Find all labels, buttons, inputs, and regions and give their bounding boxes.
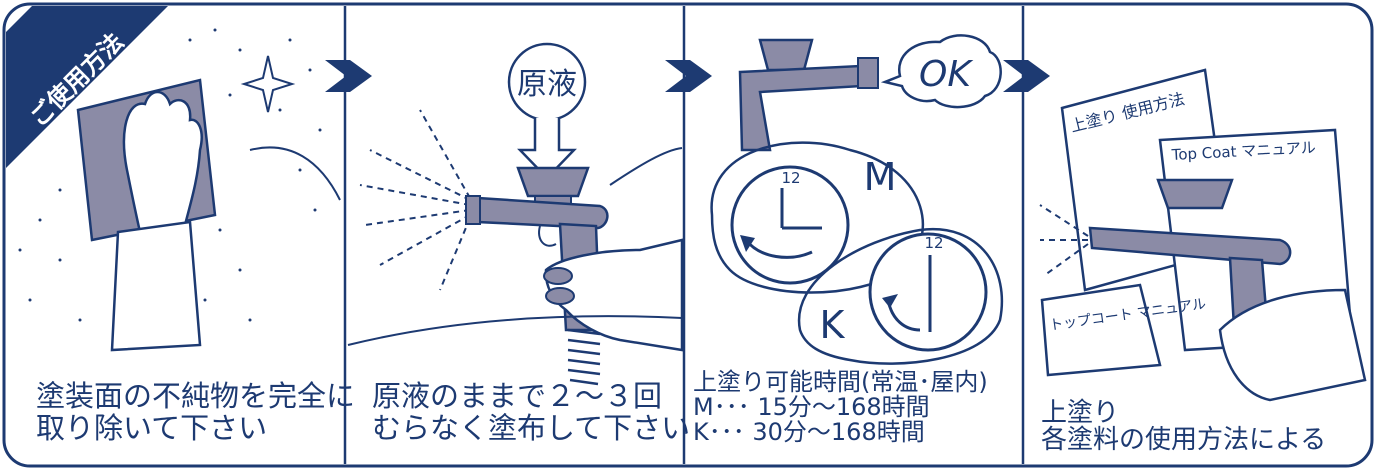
clock-k-label: K	[820, 303, 846, 347]
ok-label: OK	[919, 54, 973, 95]
glove-hand-2	[1218, 288, 1367, 402]
concentrate-label: 原液	[517, 67, 577, 102]
gun-barrel-2	[1088, 226, 1292, 266]
step-3-line-1: 上塗り可能時間(常温･屋内)	[693, 368, 988, 396]
manual-sheet-3	[1040, 283, 1162, 377]
step-2-caption: 原液のままで２～３回 むらなく塗布して下さい	[372, 380, 690, 445]
step-arrow-2	[665, 60, 712, 92]
step-4-caption: 上塗り 各塗料の使用方法による	[1041, 398, 1327, 456]
hose	[567, 328, 601, 386]
step-arrow-1	[325, 60, 372, 92]
step-3-caption: 上塗り可能時間(常温･屋内) M･･･ 15分～168時間 K･･･ 30分～1…	[693, 368, 988, 447]
usage-badge	[6, 6, 168, 168]
clock-m-label: M	[864, 155, 897, 199]
clock-m-twelve: 12	[781, 169, 800, 187]
paint-cup	[516, 166, 590, 198]
step-3-line-2: M･･･ 15分～168時間	[693, 393, 930, 422]
drying-time-illustration: OK 12 M 12 K	[710, 34, 1004, 365]
paint-cup-2	[1156, 178, 1234, 210]
step-1-line-2: 取り除いて下さい	[36, 411, 268, 446]
tap-pipe	[738, 64, 864, 152]
clock-m	[730, 165, 850, 285]
step-4-line-2: 各塗料の使用方法による	[1041, 425, 1327, 456]
wipe-illustration: ご使用方法	[6, 6, 341, 352]
gun-barrel	[476, 196, 609, 230]
clock-k-outline	[797, 227, 1004, 365]
step-2-line-1: 原液のままで２～３回	[372, 379, 663, 413]
sleeve	[110, 220, 202, 352]
sparkle-icon	[240, 55, 296, 113]
step-1-line-1: 塗装面の不純物を完全に	[36, 379, 356, 413]
tap-cup	[758, 38, 814, 72]
ok-bubble	[880, 34, 1002, 109]
step-1-caption: 塗装面の不純物を完全に 取り除いて下さい	[36, 380, 355, 445]
step-arrow-3	[1003, 60, 1050, 92]
clock-k-twelve: 12	[924, 234, 943, 252]
manual-illustration: 上塗り 使用方法 Top Coat マニュアル トップコート マニュアル	[1039, 68, 1367, 402]
step-3-line-3: K･･･ 30分～168時間	[693, 418, 925, 447]
spray-illustration: 原液	[347, 42, 684, 386]
step-2-line-2: むらなく塗布して下さい	[372, 411, 691, 446]
step-4-line-1: 上塗り	[1041, 398, 1120, 428]
